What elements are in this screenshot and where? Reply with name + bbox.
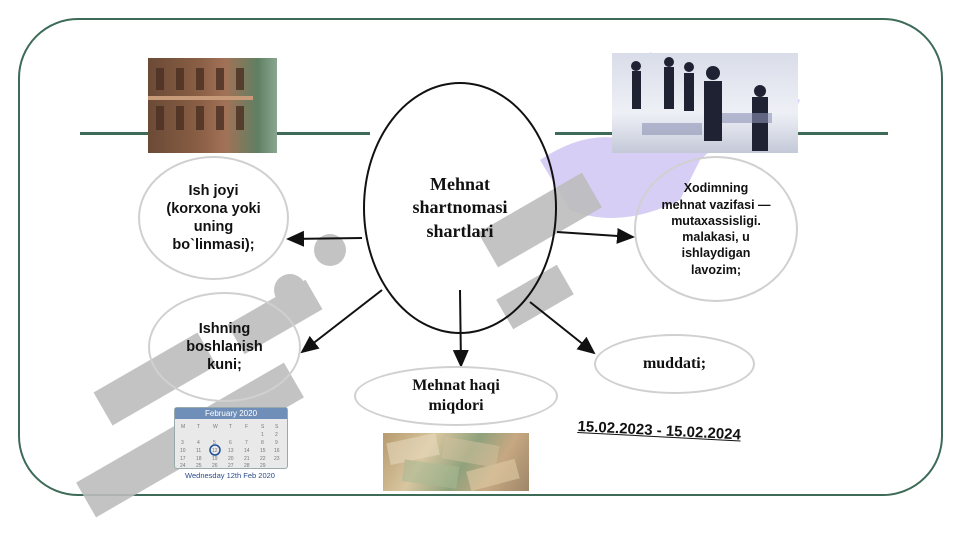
svg-text:16: 16 xyxy=(274,448,280,454)
arrow-to-duration xyxy=(529,301,596,355)
svg-text:26: 26 xyxy=(212,463,218,468)
svg-text:W: W xyxy=(213,424,218,430)
center-line-2: shartnomasi xyxy=(412,197,508,218)
svg-text:28: 28 xyxy=(244,463,250,468)
node-position-label: Xodimning mehnat vazifasi — mutaxassisli… xyxy=(661,181,771,277)
business-people-photo xyxy=(612,53,798,153)
svg-text:6: 6 xyxy=(229,440,232,446)
svg-text:27: 27 xyxy=(228,463,234,468)
svg-text:1: 1 xyxy=(261,432,264,438)
svg-text:25: 25 xyxy=(196,463,202,468)
svg-text:22: 22 xyxy=(260,456,266,462)
svg-text:10: 10 xyxy=(180,448,186,454)
svg-text:19: 19 xyxy=(212,456,218,462)
svg-text:15: 15 xyxy=(260,448,266,454)
node-salary-label: Mehnat haqi miqdori xyxy=(412,377,500,414)
svg-text:12: 12 xyxy=(212,448,218,454)
node-salary: Mehnat haqi miqdori xyxy=(354,366,558,426)
svg-text:S: S xyxy=(275,424,279,430)
svg-text:29: 29 xyxy=(260,463,266,468)
svg-text:24: 24 xyxy=(180,463,186,468)
svg-text:8: 8 xyxy=(261,440,264,446)
calendar-month: February 2020 xyxy=(175,408,287,419)
node-workplace: Ish joyi (korxona yoki uning bo`linmasi)… xyxy=(138,156,289,280)
arrow-to-start-day xyxy=(300,289,383,354)
svg-text:7: 7 xyxy=(245,440,248,446)
calendar-caption: Wednesday 12th Feb 2020 xyxy=(185,471,275,480)
node-start-day: Ishning boshlanish kuni; xyxy=(148,292,301,402)
center-line-1: Mehnat xyxy=(429,173,490,194)
building-photo xyxy=(148,58,277,153)
arrow-to-workplace xyxy=(286,230,363,247)
center-line-3: shartlari xyxy=(426,220,494,241)
money-photo xyxy=(383,433,529,491)
node-start-day-label: Ishning boshlanish kuni; xyxy=(186,320,263,374)
svg-text:20: 20 xyxy=(228,456,234,462)
svg-text:S: S xyxy=(261,424,265,430)
slide-frame xyxy=(18,18,943,496)
svg-text:17: 17 xyxy=(180,456,186,462)
svg-text:18: 18 xyxy=(196,456,202,462)
svg-text:M: M xyxy=(181,424,185,430)
svg-text:4: 4 xyxy=(197,440,200,446)
svg-text:21: 21 xyxy=(244,456,250,462)
svg-text:23: 23 xyxy=(274,456,280,462)
arrow-to-position xyxy=(556,227,635,244)
svg-text:2: 2 xyxy=(275,432,278,438)
node-position: Xodimning mehnat vazifasi — mutaxassisli… xyxy=(634,156,798,302)
svg-text:13: 13 xyxy=(228,448,234,454)
svg-text:5: 5 xyxy=(213,440,216,446)
node-workplace-label: Ish joyi (korxona yoki uning bo`linmasi)… xyxy=(166,182,261,254)
svg-text:T: T xyxy=(229,424,232,430)
node-duration-label: muddati; xyxy=(642,355,707,372)
svg-text:11: 11 xyxy=(196,448,201,454)
svg-text:3: 3 xyxy=(181,440,184,446)
svg-text:14: 14 xyxy=(244,448,250,454)
svg-text:F: F xyxy=(245,424,248,430)
svg-text:9: 9 xyxy=(275,440,278,446)
svg-text:T: T xyxy=(197,424,200,430)
node-duration: muddati; xyxy=(594,334,755,394)
center-node: Mehnat shartnomasi shartlari xyxy=(363,82,557,334)
